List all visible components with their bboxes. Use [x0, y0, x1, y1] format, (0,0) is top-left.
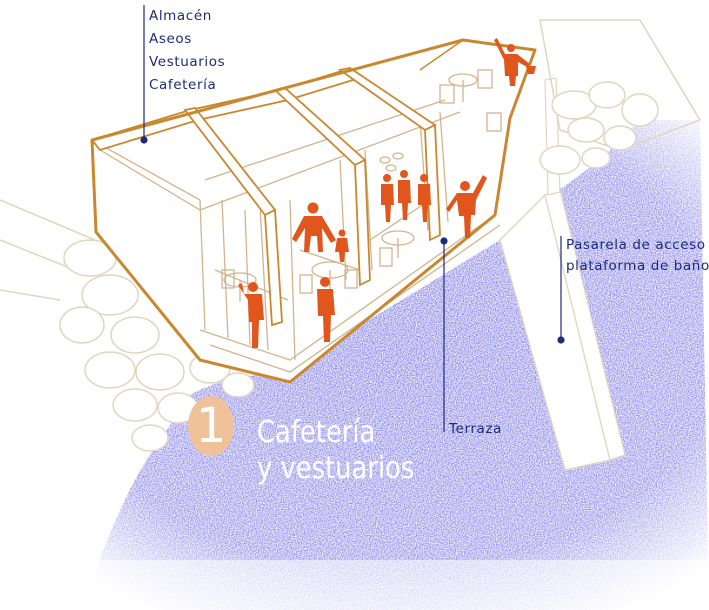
room-label-cafeteria: Cafetería [149, 77, 217, 93]
walkway-label-line-1: Pasarela de acceso a [566, 237, 709, 253]
walkway-label: Pasarela de acceso a plataforma de baño [566, 235, 709, 277]
person-figure [398, 170, 411, 220]
rooms-label: Almacén Aseos Vestuarios Cafetería [149, 5, 225, 97]
person-figure [381, 174, 394, 222]
leader-lines [140, 5, 565, 432]
person-figure [335, 229, 349, 262]
number-disc [188, 396, 234, 456]
leader-terrace [440, 237, 448, 432]
section-number: 1 [195, 398, 227, 454]
room-label-changing-rooms: Vestuarios [149, 54, 226, 70]
person-figure [418, 174, 431, 222]
person-figure [494, 38, 536, 86]
people [238, 38, 536, 348]
person-figure [238, 282, 264, 348]
section-title: Cafetería y vestuarios [257, 415, 414, 487]
leader-rooms [140, 5, 148, 144]
person-figure [446, 175, 487, 238]
title-line-1: Cafetería [257, 415, 376, 450]
room-label-toilets: Aseos [149, 31, 192, 47]
walkway-label-line-2: plataforma de baño [566, 258, 709, 274]
terrace-label: Terraza [449, 421, 502, 437]
title-line-2: y vestuarios [257, 451, 415, 486]
section-number-badge: 1 [188, 396, 234, 456]
room-label-storage: Almacén [149, 8, 212, 24]
leader-walkway [557, 236, 565, 344]
person-figure [317, 277, 335, 342]
rocks [0, 19, 702, 452]
person-figure [292, 202, 336, 252]
